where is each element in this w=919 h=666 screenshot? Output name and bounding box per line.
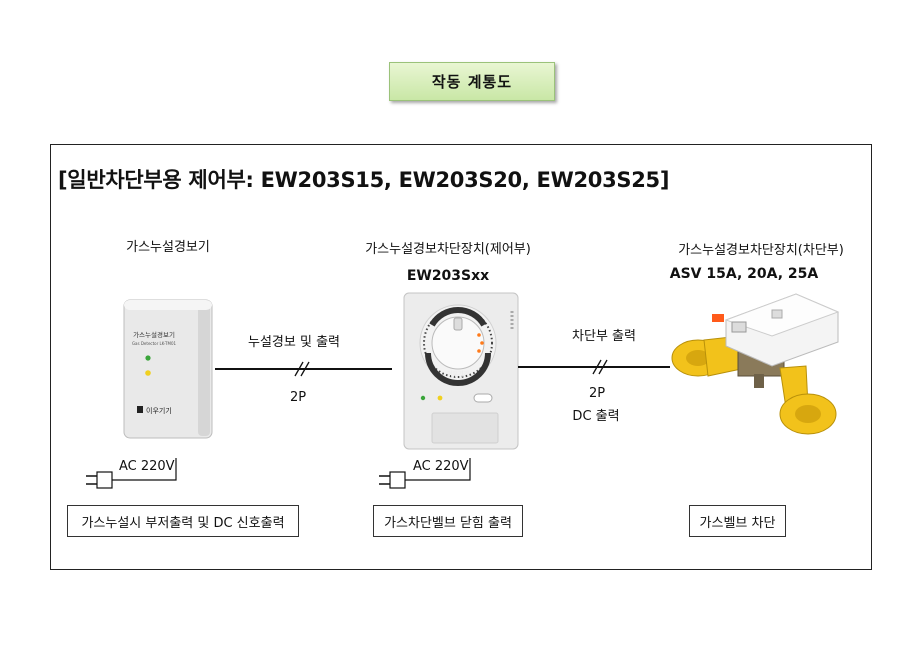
controller-power-label: AC 220V xyxy=(413,459,469,474)
right-wire xyxy=(518,366,670,368)
controller-power-plug-icon xyxy=(379,458,471,489)
valve-model: ASV 15A, 20A, 25A xyxy=(669,266,819,282)
status-led-icon xyxy=(477,333,481,337)
detector-power-label: AC 220V xyxy=(119,459,175,474)
wire-break-icon xyxy=(294,361,310,377)
controller-caption: 가스차단벨브 닫힘 출력 xyxy=(373,505,523,537)
valve-caption: 가스벨브 차단 xyxy=(689,505,786,537)
gas-detector-image: 가스누설경보기 Gas Detector LK-TM01 이우기기 xyxy=(123,299,213,439)
detector-caption: 가스누설시 부저출력 및 DC 신호출력 xyxy=(67,505,299,537)
shutoff-valve-image xyxy=(671,293,840,435)
left-link-pins: 2P xyxy=(289,390,307,405)
alarm-led-icon xyxy=(145,370,151,376)
reset-button-icon xyxy=(473,393,493,403)
detector-label: 가스누설경보기 xyxy=(126,240,210,255)
controller-dial-brand: 이우기기 xyxy=(447,370,469,378)
controller-label: 가스누설경보차단장치(제어부) xyxy=(365,242,531,257)
detector-brand: 이우기기 xyxy=(146,406,172,415)
right-link-dc-output: DC 출력 xyxy=(572,409,620,424)
brand-logo-icon xyxy=(137,406,143,413)
section-heading: [일반차단부용 제어부: EW203S15, EW203S20, EW203S2… xyxy=(58,168,670,192)
left-link-label: 누설경보 및 출력 xyxy=(248,335,340,350)
valve-indicator-icon xyxy=(712,314,724,322)
right-link-label: 차단부 출력 xyxy=(572,329,636,344)
detector-power-plug-icon xyxy=(86,458,177,489)
power-led-icon xyxy=(145,355,151,361)
controller-device-image: 이우기기 xyxy=(403,292,519,450)
wire-break-icon xyxy=(592,359,608,375)
right-link-pins: 2P xyxy=(588,386,606,401)
diagram-frame xyxy=(50,144,872,570)
controller-model: EW203Sxx xyxy=(406,268,490,284)
left-wire xyxy=(215,368,392,370)
detector-face-label: 가스누설경보기 xyxy=(133,330,175,339)
svg-text:Gas Detector LK-TM01: Gas Detector LK-TM01 xyxy=(132,341,177,346)
valve-label: 가스누설경보차단장치(차단부) xyxy=(678,243,844,258)
diagram-title: 작동 계통도 xyxy=(389,62,555,101)
